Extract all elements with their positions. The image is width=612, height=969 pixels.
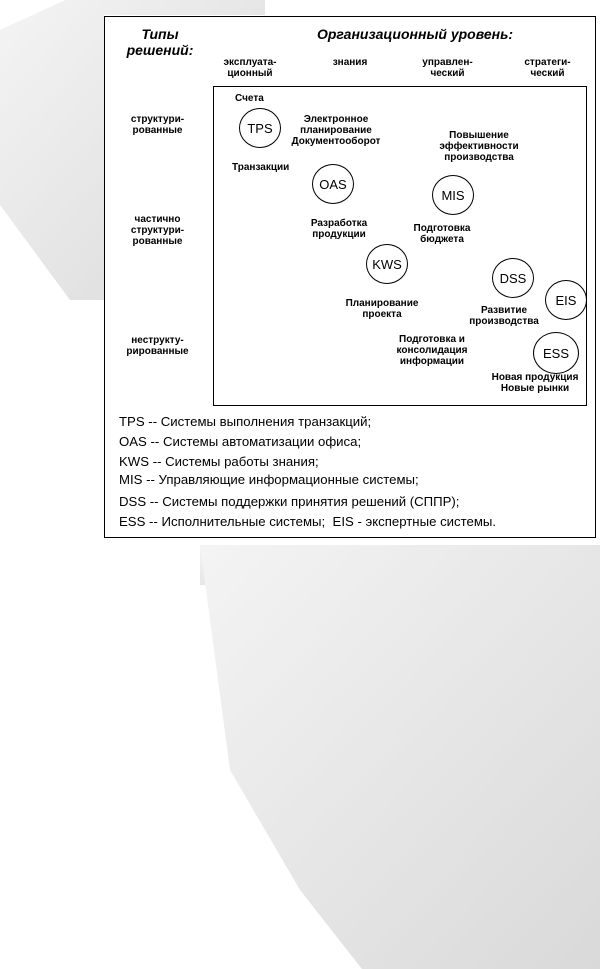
system-kws: KWS	[366, 244, 408, 284]
legend-kws: KWS -- Системы работы знания;	[119, 454, 319, 469]
annotation-tps: Счета	[235, 93, 264, 104]
decision-matrix: Счета TPS Электронное планирование Докум…	[213, 86, 587, 406]
annotation-oas-top: Электронное планирование Документооборот	[291, 114, 381, 147]
decision-types-heading: Типы решений:	[126, 26, 194, 58]
legend-dss: DSS -- Системы поддержки принятия решени…	[119, 494, 460, 509]
legend-tps: TPS -- Системы выполнения транзакций;	[119, 414, 372, 429]
org-level-heading: Организационный уровень:	[316, 26, 514, 42]
level-knowledge: знания	[332, 57, 368, 68]
system-mis: MIS	[432, 175, 474, 215]
system-eis: EIS	[545, 280, 587, 320]
diagram-card: Типы решений: Организационный уровень: э…	[104, 16, 596, 538]
annotation-kws: Разработка продукции	[310, 218, 368, 240]
legend-ess-eis: ESS -- Исполнительные системы; EIS - экс…	[119, 514, 497, 529]
annotation-kws-bottom: Планирование проекта	[345, 298, 419, 320]
row-semi-structured: частично структури- рованные	[130, 214, 185, 247]
legend-oas: OAS -- Системы автоматизации офиса;	[119, 434, 362, 449]
level-strategic: стратеги- ческий	[524, 57, 571, 79]
system-oas: OAS	[312, 164, 354, 204]
annotation-ess-left: Подготовка и консолидация информации	[396, 334, 468, 367]
annotation-mis-bottom: Подготовка бюджета	[413, 223, 471, 245]
annotation-dss: Развитие производства	[469, 305, 539, 327]
level-operational: эксплуата- ционный	[223, 57, 277, 79]
annotation-oas-left: Транзакции	[232, 162, 290, 173]
row-structured: структури- рованные	[130, 114, 185, 136]
legend-mis: MIS -- Управляющие информационные систем…	[119, 472, 419, 487]
annotation-mis: Повышение эффективности производства	[439, 130, 519, 163]
row-unstructured: неструкту- рированные	[126, 335, 189, 357]
system-ess: ESS	[533, 332, 579, 374]
system-dss: DSS	[492, 258, 534, 298]
level-management: управлен- ческий	[422, 57, 473, 79]
annotation-ess-bottom: Новая продукция Новые рынки	[491, 372, 579, 394]
system-tps: TPS	[239, 108, 281, 148]
